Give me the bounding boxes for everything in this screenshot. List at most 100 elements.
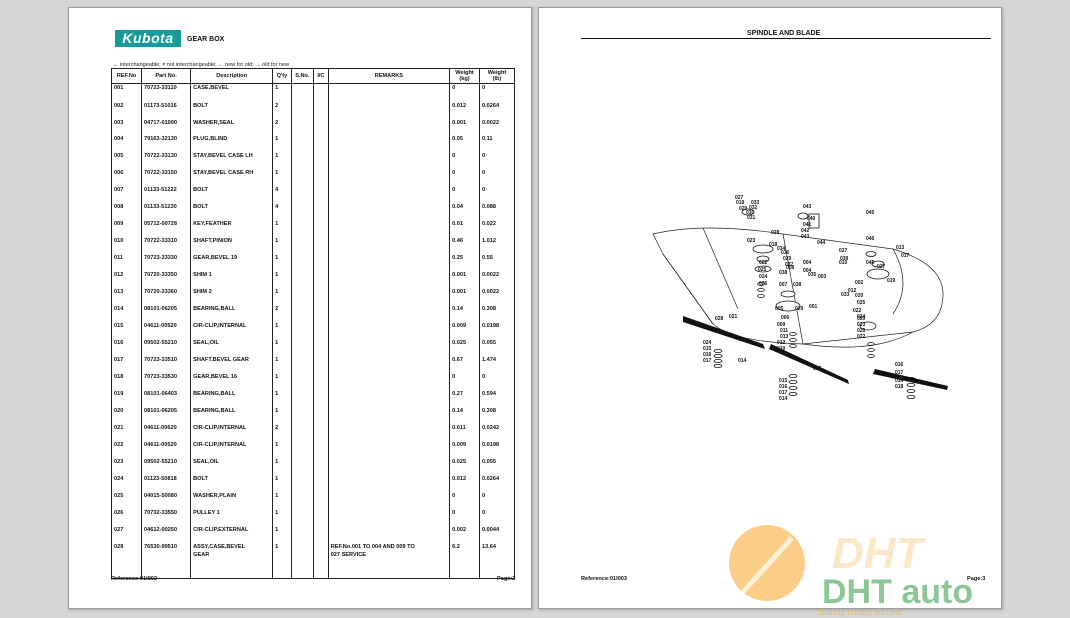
callout-label: 045 xyxy=(866,210,875,216)
cell-description: BEARING,BALL xyxy=(190,390,274,408)
callout-label: 019 xyxy=(887,278,896,284)
column-header-part-no: Part No. xyxy=(141,68,192,84)
cell-qty: 1 xyxy=(272,254,292,272)
cell-weight-lb: 0.055 xyxy=(478,339,516,357)
callout-label: 014 xyxy=(895,378,904,384)
cell-qty: 1 xyxy=(272,83,292,102)
cell-remarks xyxy=(327,356,451,374)
cell-ref-no: 023 xyxy=(110,458,143,476)
cell-ic xyxy=(313,152,329,170)
dht-auto-watermark: DHT DHT auto Sharing creates success xyxy=(729,525,973,617)
cell-weight-lb: 0 xyxy=(478,186,516,204)
cell-ic xyxy=(313,169,329,187)
diagram-page: SPINDLE AND BLADE xyxy=(538,7,1002,617)
cell-ref-no: 016 xyxy=(110,339,143,357)
cell-ref-no: 009 xyxy=(110,220,143,238)
callout-label: 024 xyxy=(857,314,866,320)
cell-part-no: 08101-06205 xyxy=(141,407,192,425)
callout-label: 035 xyxy=(808,272,817,278)
cell-serial-no xyxy=(290,322,315,340)
column-header-qty: Q'ty xyxy=(272,68,292,84)
cell-remarks xyxy=(327,509,451,527)
callout-label: 015 xyxy=(779,378,788,384)
cell-qty: 1 xyxy=(272,322,292,340)
cell-weight-lb: 0 xyxy=(478,373,516,391)
callout-label: 025 xyxy=(758,267,767,273)
callout-label: 046 xyxy=(866,236,875,242)
cell-weight-lb: 0.0242 xyxy=(478,424,516,442)
cell-part-no: 70722-33310 xyxy=(141,237,192,255)
callout-label: 024 xyxy=(703,340,712,346)
cell-part-no: 76530-99510 xyxy=(141,543,192,578)
cell-remarks xyxy=(327,424,451,442)
callout-label: 032 xyxy=(749,205,758,211)
cell-description: GEAR,BEVEL 19 xyxy=(190,254,274,272)
section-title: SPINDLE AND BLADE xyxy=(747,30,821,37)
callout-label: 027 xyxy=(735,195,744,201)
cell-weight-kg: 0.012 xyxy=(449,101,480,119)
cell-part-no: 01123-50818 xyxy=(141,475,192,493)
cell-description: SHIM 1 xyxy=(190,271,274,289)
cell-ic xyxy=(313,424,329,442)
callout-label: 016 xyxy=(895,362,904,368)
cell-serial-no xyxy=(290,356,315,374)
callout-label: 042 xyxy=(801,228,810,234)
cell-remarks xyxy=(327,83,451,102)
cell-serial-no xyxy=(290,424,315,442)
callout-label: 030 xyxy=(746,210,755,216)
callout-label: 027 xyxy=(877,264,886,270)
cell-weight-lb: 0.55 xyxy=(478,254,516,272)
cell-ref-no: 024 xyxy=(110,475,143,493)
callout-label: 029 xyxy=(783,256,792,262)
cell-weight-kg: 0.27 xyxy=(449,390,480,408)
cell-part-no: 70723-33510 xyxy=(141,356,192,374)
cell-part-no: 01133-51230 xyxy=(141,203,192,221)
cell-remarks xyxy=(327,441,451,459)
cell-weight-lb: 0.0264 xyxy=(478,101,516,119)
callout-label: 027 xyxy=(839,248,848,254)
cell-ic xyxy=(313,458,329,476)
cell-part-no: 70722-33150 xyxy=(141,169,192,187)
cell-ref-no: 026 xyxy=(110,509,143,527)
cell-qty: 1 xyxy=(272,135,292,153)
callout-label: 020 xyxy=(857,316,866,322)
cell-serial-no xyxy=(290,458,315,476)
cell-qty: 1 xyxy=(272,356,292,374)
cell-serial-no xyxy=(290,339,315,357)
cell-qty: 1 xyxy=(272,492,292,510)
callout-label: 003 xyxy=(818,274,827,280)
cell-remarks xyxy=(327,526,451,544)
cell-weight-lb: 0 xyxy=(478,83,516,102)
callout-label: 005 xyxy=(775,306,784,312)
callout-label: 004 xyxy=(803,260,812,266)
cell-remarks xyxy=(327,390,451,408)
cell-ic xyxy=(313,237,329,255)
cell-remarks xyxy=(327,373,451,391)
callout-label: 025 xyxy=(857,300,866,306)
callout-label: 033 xyxy=(751,200,760,206)
callout-label: 023 xyxy=(857,322,866,328)
cell-weight-lb: 0 xyxy=(478,492,516,510)
cell-weight-kg: 0 xyxy=(449,492,480,510)
callout-label: 034 xyxy=(777,246,786,252)
cell-weight-lb: 0.0264 xyxy=(478,475,516,493)
callout-label: 012 xyxy=(848,288,857,294)
cell-serial-no xyxy=(290,220,315,238)
cell-ref-no: 007 xyxy=(110,186,143,204)
cell-weight-kg: 0 xyxy=(449,152,480,170)
cell-weight-lb: 0 xyxy=(478,509,516,527)
callout-label: 039 xyxy=(840,256,849,262)
cell-description: SEAL,OIL xyxy=(190,458,274,476)
callout-label: 021 xyxy=(729,314,738,320)
callout-label: 013 xyxy=(780,334,789,340)
callout-label: 038 xyxy=(793,282,802,288)
callout-label: 015 xyxy=(813,366,822,372)
